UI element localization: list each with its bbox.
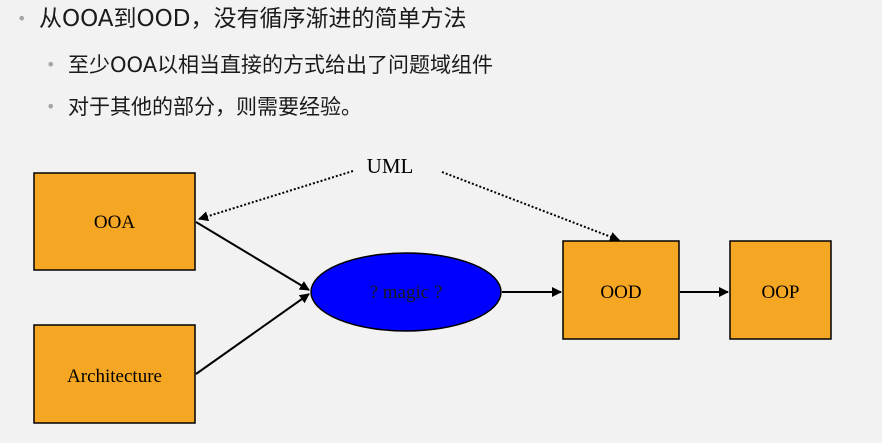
ood-label: OOD <box>600 282 641 303</box>
oop-label: OOP <box>761 282 799 303</box>
dotted-arrow-uml-to-ood <box>441 171 620 242</box>
arrow-architecture-to-magic <box>195 293 310 375</box>
magic-label: ? magic ? <box>370 282 443 303</box>
uml-label: UML <box>367 154 414 178</box>
ooa-box <box>33 172 196 271</box>
architecture-box <box>33 324 196 424</box>
bullet-marker-icon: • <box>46 55 56 74</box>
bullet-text-1: 从OOA到OOD，没有循序渐进的简单方法 <box>39 6 467 32</box>
bullet-item-1: • 从OOA到OOD，没有循序渐进的简单方法 <box>17 2 467 36</box>
arrow-ooa-to-magic <box>195 221 310 291</box>
bullet-marker-icon: • <box>46 97 56 116</box>
bullet-text-2: 至少OOA以相当直接的方式给出了问题域组件 <box>68 53 494 77</box>
bullet-item-3: • 对于其他的部分，则需要经验。 <box>46 91 362 123</box>
oop-box <box>729 240 832 340</box>
ooa-label: OOA <box>94 212 135 233</box>
bullet-text-3: 对于其他的部分，则需要经验。 <box>68 95 362 119</box>
architecture-label: Architecture <box>67 366 162 387</box>
dotted-arrow-uml-to-ooa <box>198 170 354 222</box>
magic-ellipse <box>310 252 502 332</box>
ood-box <box>562 240 680 340</box>
bullet-item-2: • 至少OOA以相当直接的方式给出了问题域组件 <box>46 49 494 81</box>
bullet-marker-icon: • <box>17 9 27 28</box>
